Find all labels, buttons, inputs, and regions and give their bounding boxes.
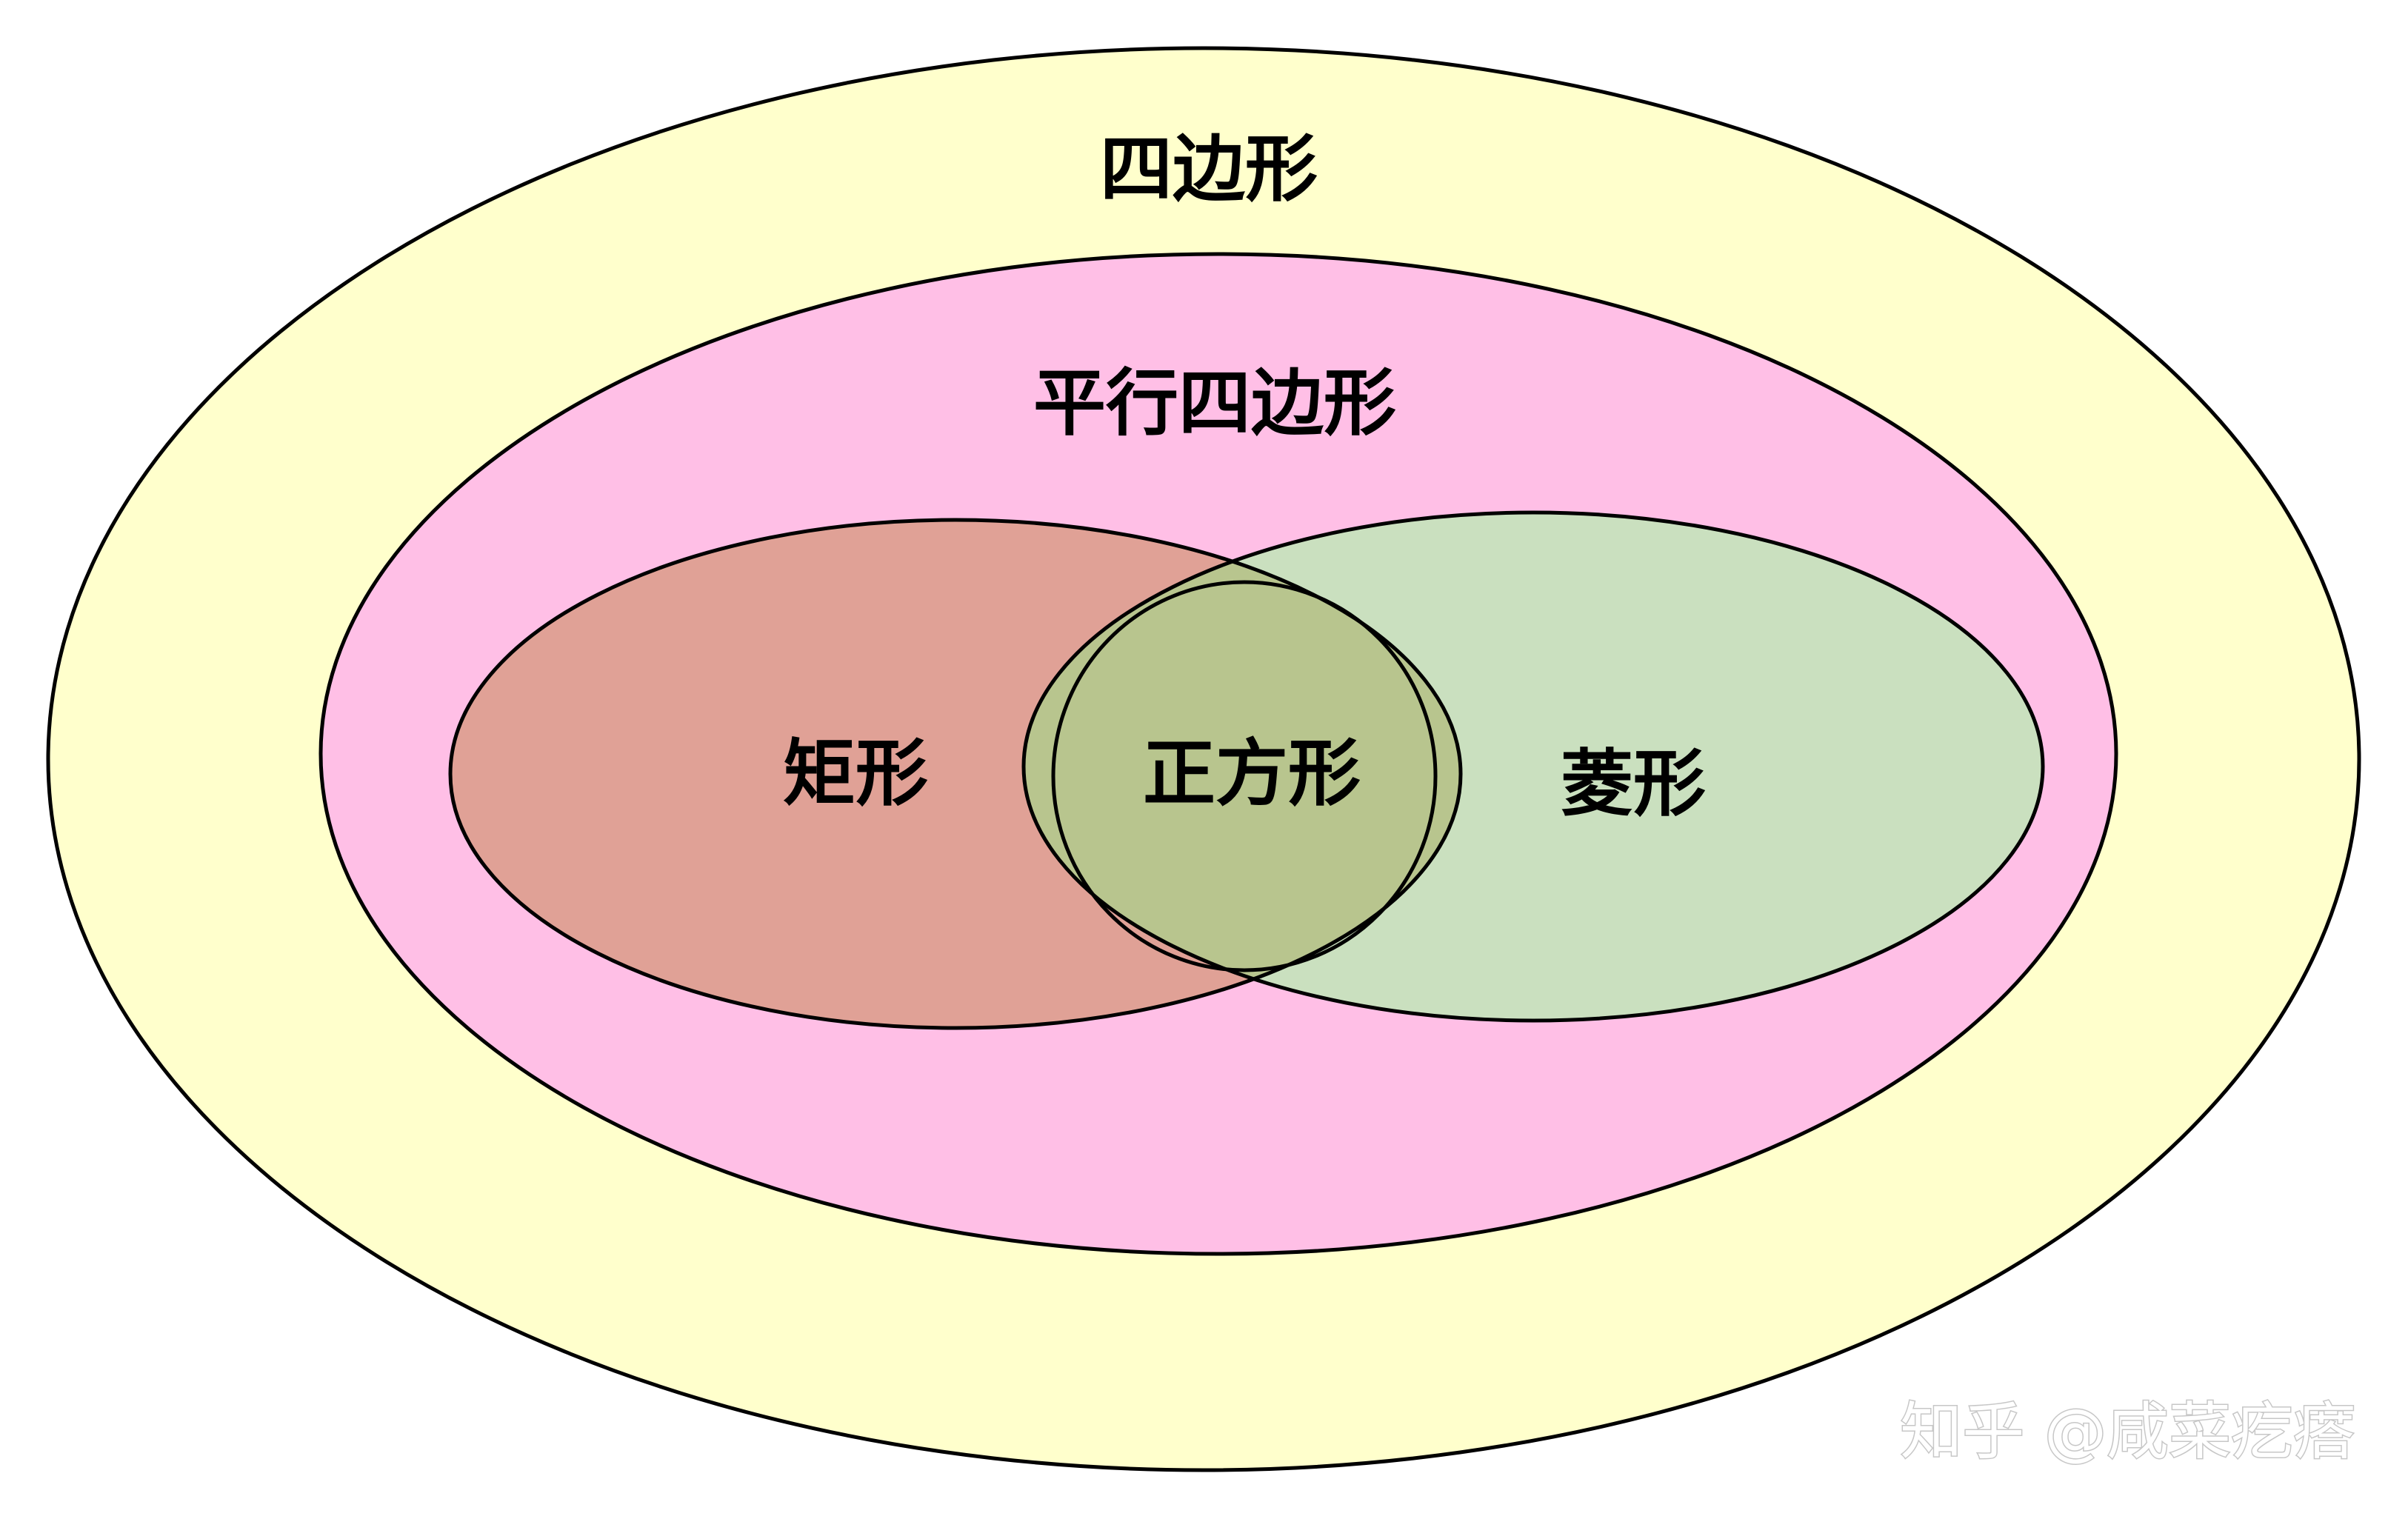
rhombus-label: 菱形 [1561, 742, 1706, 827]
square-outline [1051, 580, 1438, 972]
rectangle-outline [448, 518, 1463, 1030]
rectangle-label: 矩形 [783, 732, 928, 816]
quadrilateral-label: 四边形 [1100, 127, 1318, 212]
parallelogram-label: 平行四边形 [1033, 361, 1396, 446]
square-overlap-region [1024, 520, 1461, 1021]
watermark-text: 知乎 @咸菜疙瘩 [1900, 1395, 2355, 1468]
square-label: 正方形 [1143, 732, 1361, 816]
rhombus-outline [1021, 510, 2045, 1023]
